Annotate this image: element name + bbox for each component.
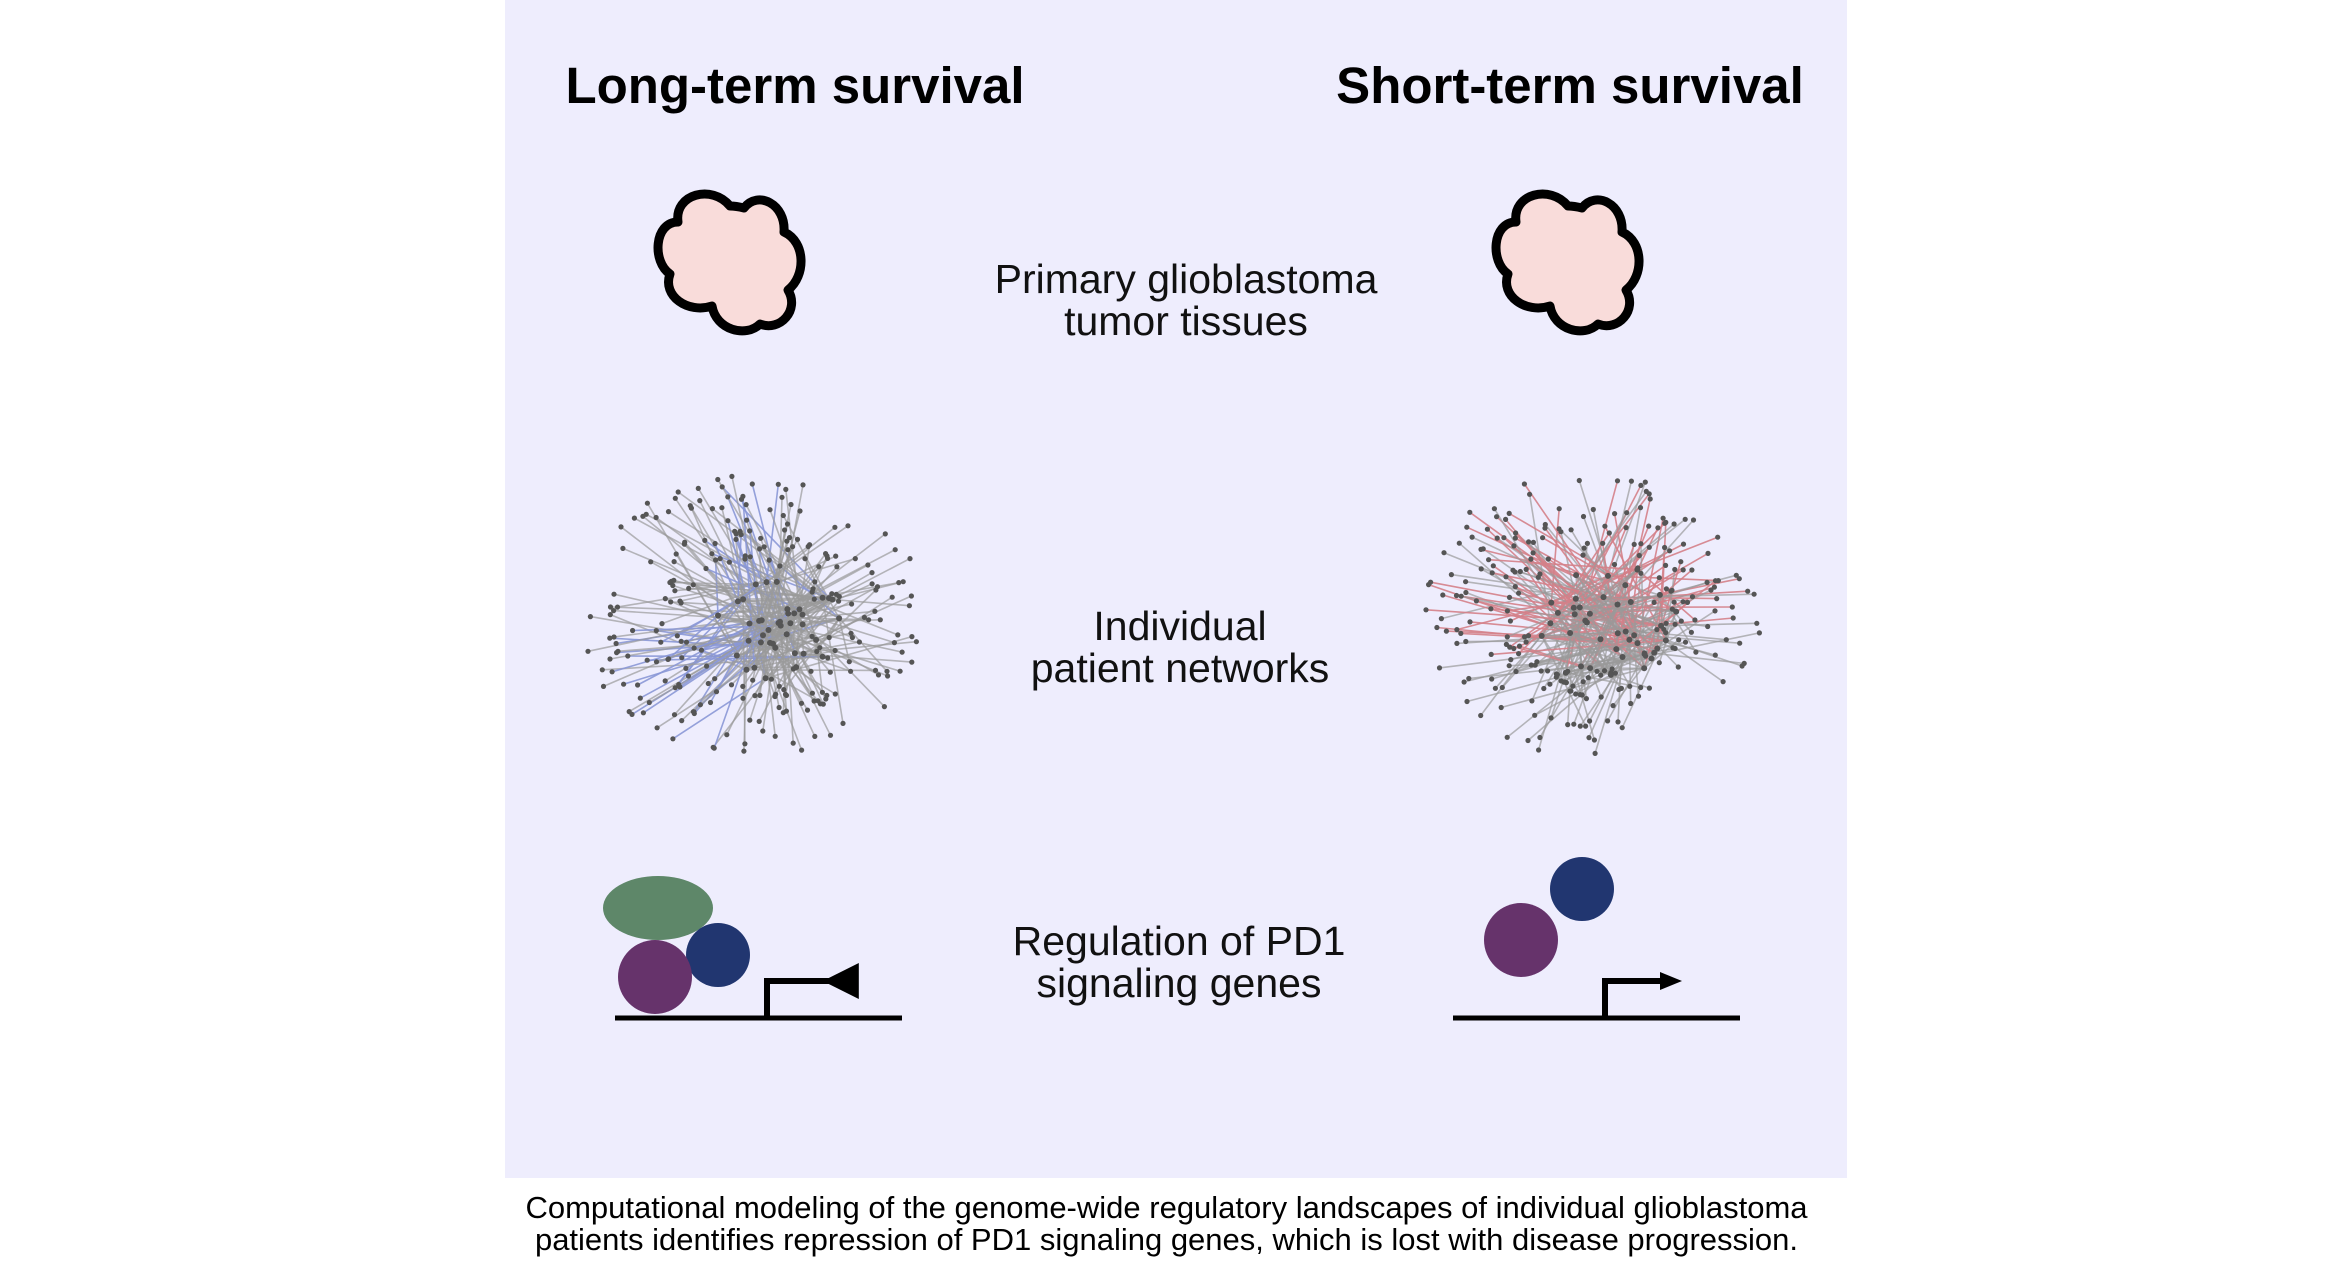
- tumor-tissue-icon: [1491, 189, 1644, 336]
- patient-networks-label: Individual patient networks: [1030, 603, 1330, 691]
- gene-network-icon: [585, 473, 920, 754]
- figure-caption: Computational modeling of the genome-wid…: [525, 1190, 1808, 1257]
- blue-factor: [686, 923, 750, 987]
- purple-factor: [1484, 903, 1558, 977]
- purple-factor: [618, 940, 692, 1014]
- arrow-head: [1660, 972, 1682, 990]
- promoter-active-icon: [1453, 857, 1740, 1021]
- tumor-tissues-label: Primary glioblastoma tumor tissues: [994, 256, 1378, 344]
- tumor-tissue-icon: [653, 189, 806, 336]
- gene-network-icon: [1423, 477, 1762, 757]
- promoter-arrow: [1602, 978, 1668, 1018]
- blue-factor: [1550, 857, 1614, 921]
- promoter-repressed-icon: [603, 876, 902, 1021]
- promoter-arrow: [764, 963, 859, 1018]
- pd1-regulation-label: Regulation of PD1 signaling genes: [1012, 918, 1346, 1006]
- long-term-survival-heading: Long-term survival: [565, 57, 1025, 114]
- short-term-survival-heading: Short-term survival: [1336, 57, 1804, 114]
- green-factor: [603, 876, 713, 940]
